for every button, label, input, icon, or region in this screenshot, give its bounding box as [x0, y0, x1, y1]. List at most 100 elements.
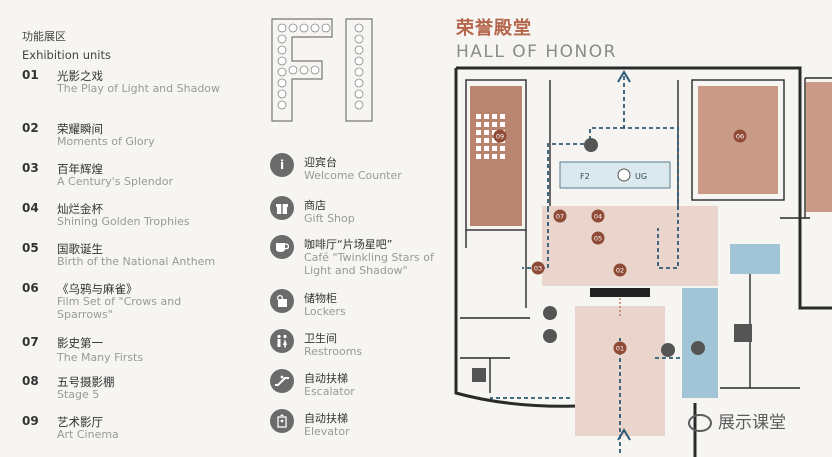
gift-icon — [270, 196, 294, 220]
units-header-en: Exhibition units — [22, 48, 112, 62]
fi-dot — [299, 23, 309, 33]
cinema-seat — [492, 154, 497, 159]
unit-name-en: Shining Golden Trophies — [57, 215, 190, 228]
map-accessible-icon — [734, 324, 752, 342]
escalator-icon — [270, 369, 294, 393]
cinema-seat — [476, 138, 481, 143]
map-marker-dot — [613, 341, 627, 355]
hall-title-en: HALL OF HONOR — [456, 42, 617, 62]
map-marker-02: 02 — [613, 263, 627, 277]
main-exhibit-zone — [542, 206, 718, 286]
facility-name-en: Gift Shop — [304, 212, 355, 225]
fi-dot — [321, 23, 331, 33]
map-info-icon — [543, 306, 557, 320]
unit-name-en: Film Set of "Crows and Sparrows" — [57, 295, 182, 321]
cinema-seat — [500, 114, 505, 119]
fi-dot — [277, 56, 287, 66]
inner-walls — [465, 80, 679, 308]
cinema-seat — [476, 154, 481, 159]
inner-walls-right — [720, 217, 810, 389]
unit-name-en: Birth of the National Anthem — [57, 255, 216, 268]
map-marker-dot — [591, 231, 605, 245]
units-header-cn: 功能展区 — [22, 30, 66, 43]
visitor-route-south — [490, 338, 682, 453]
cinema-seat — [492, 138, 497, 143]
map-locker2-icon — [472, 368, 486, 382]
fi-dot — [288, 23, 298, 33]
facility-name-en: Restrooms — [304, 345, 363, 358]
cinema-seat — [484, 138, 489, 143]
facility-escalator: 自动扶梯 Escalator — [270, 369, 450, 409]
fi-dot — [310, 23, 320, 33]
cinema-seat — [492, 114, 497, 119]
unit-number: 04 — [22, 201, 39, 215]
facility-name-cn: 迎宾台 — [304, 156, 337, 169]
fi-dot — [277, 45, 287, 55]
facility-lockers: 储物柜 Lockers — [270, 289, 450, 329]
cinema-seat — [476, 130, 481, 135]
map-marker-06: 06 — [733, 129, 747, 143]
facility-name-cn: 咖啡厅“片场星吧” — [304, 238, 393, 251]
unit-name-cn: 艺术影厅 — [57, 415, 103, 429]
east-wing-zone — [806, 82, 832, 212]
stage-room-wall — [691, 79, 785, 201]
map-marker-01: 01 — [613, 341, 627, 355]
cinema-seat — [500, 154, 505, 159]
exit-arrow-icon — [617, 70, 631, 83]
map-marker-dot — [493, 129, 507, 143]
map-marker-label: 05 — [594, 235, 602, 243]
unit-name-cn: 五号摄影棚 — [57, 375, 115, 389]
outer-wall — [456, 66, 832, 310]
cinema-seat — [484, 146, 489, 151]
unit-number: 09 — [22, 414, 39, 428]
fi-dot — [354, 100, 364, 110]
map-marker-dot — [591, 209, 605, 223]
map-gift-icon — [584, 138, 598, 152]
info-icon: i — [270, 153, 294, 177]
map-marker-dot — [531, 261, 545, 275]
unit-number: 01 — [22, 68, 39, 82]
unit-name-cn: 百年辉煌 — [57, 162, 103, 176]
units-header: 功能展区 Exhibition units — [22, 28, 252, 62]
fi-dot — [354, 89, 364, 99]
unit-name-en: Art Cinema — [57, 428, 119, 441]
unit-name-en: A Century's Splendor — [57, 175, 174, 188]
watermark-label: 展示课堂 — [718, 413, 786, 433]
cinema-seat — [492, 130, 497, 135]
cinema-seat — [500, 146, 505, 151]
unit-name-en: The Play of Light and Shadow — [57, 82, 221, 95]
map-marker-dot — [733, 129, 747, 143]
map-marker-label: 09 — [496, 133, 504, 141]
unit-number: 06 — [22, 281, 39, 295]
entrance-arrow-icon — [617, 428, 631, 441]
map-marker-dot — [613, 263, 627, 277]
cinema-seat — [492, 146, 497, 151]
facility-welcome-counter: i 迎宾台 Welcome Counter — [270, 153, 450, 193]
facility-restrooms: 卫生间 Restrooms — [270, 329, 450, 369]
fi-dot — [277, 100, 287, 110]
facility-elevator: 自动扶梯 Elevator — [270, 409, 450, 449]
map-marker-04: 04 — [591, 209, 605, 223]
fi-dot — [354, 67, 364, 77]
outer-wall-left — [454, 68, 581, 408]
map-marker-03: 03 — [531, 261, 545, 275]
cinema-seat — [484, 154, 489, 159]
fi-dot — [354, 78, 364, 88]
fi-dot — [277, 34, 287, 44]
cinema-seat — [500, 122, 505, 127]
unit-name-en: Moments of Glory — [57, 135, 155, 148]
map-locker-icon — [543, 329, 557, 343]
map-marker-label: 06 — [736, 133, 744, 141]
elevator-icon — [270, 409, 294, 433]
map-marker-dot — [553, 209, 567, 223]
map-marker-label: 01 — [616, 345, 624, 353]
unit-name-en: Stage 5 — [57, 388, 100, 401]
visitor-route-east — [657, 178, 679, 269]
unit-name-cn: 国歌诞生 — [57, 242, 103, 256]
escalator-ug-label: UG — [635, 172, 647, 181]
map-cafe-icon — [691, 341, 705, 355]
facility-name-en: Lockers — [304, 305, 346, 318]
fi-dot — [277, 78, 287, 88]
fi-dot — [354, 34, 364, 44]
facility-name-cn: 卫生间 — [304, 332, 337, 345]
